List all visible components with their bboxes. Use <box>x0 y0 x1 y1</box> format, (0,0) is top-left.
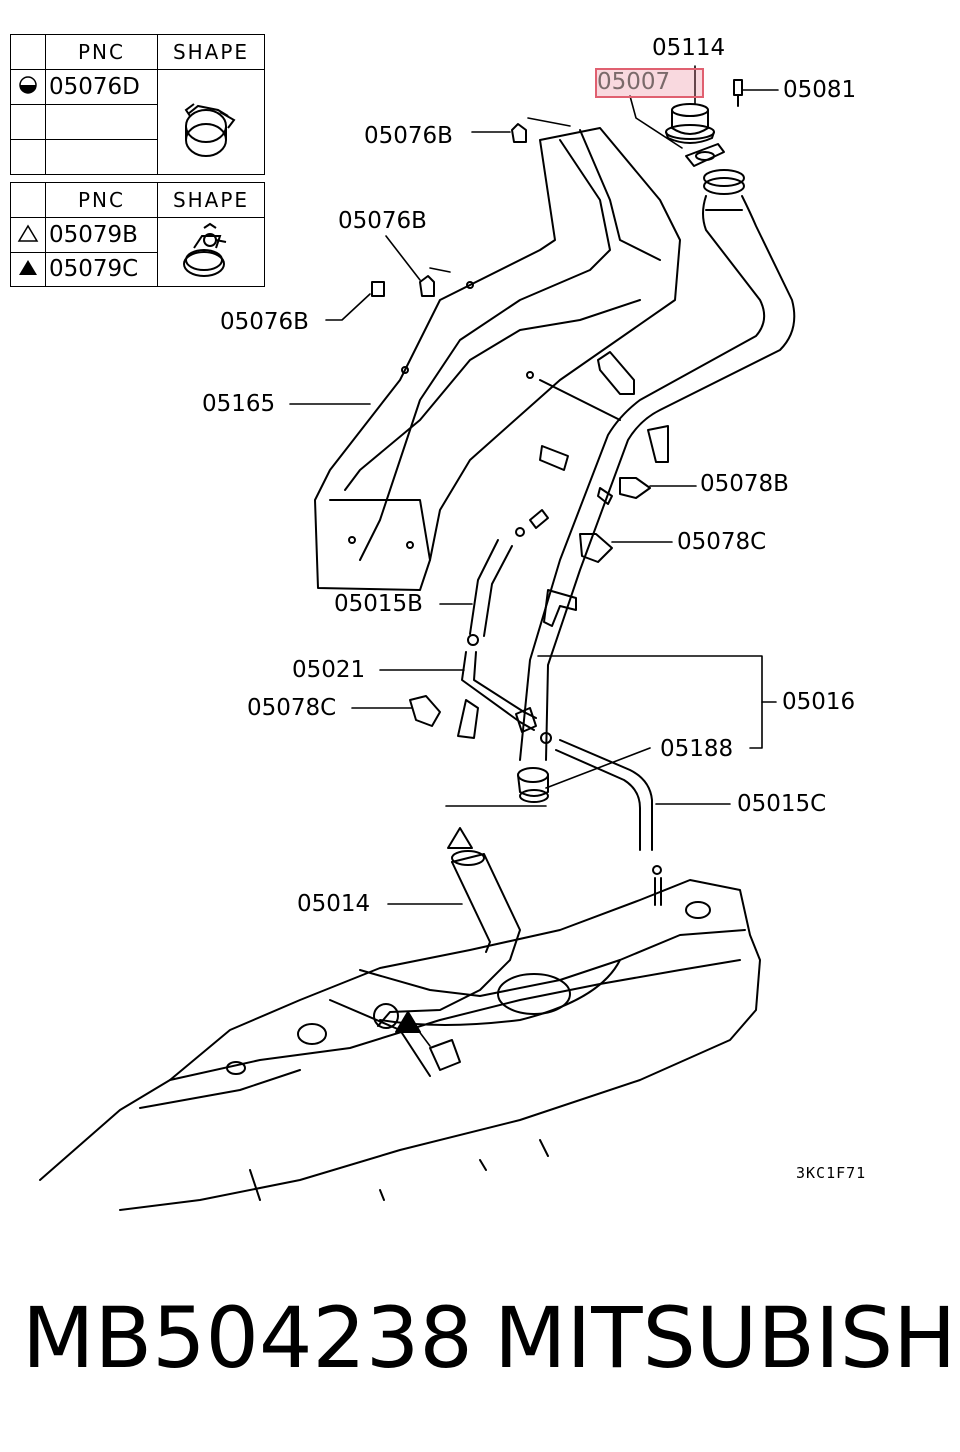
breather-hoses <box>461 509 662 906</box>
label-05015b: 05015B <box>334 591 423 617</box>
filled-triangle-marker <box>395 1011 421 1033</box>
legend-corner <box>10 34 46 70</box>
open-triangle-marker <box>447 827 473 849</box>
legend-pnc-cell <box>45 139 158 175</box>
fuel-filler-diagram <box>39 65 796 1211</box>
label-05016: 05016 <box>782 689 856 715</box>
label-05014: 05014 <box>297 891 371 917</box>
legend-pnc-cell: 05079B <box>45 217 158 253</box>
fuel-tank <box>39 879 761 1211</box>
legend-table-clamp: PNC SHAPE 05076D <box>10 34 265 175</box>
diagram-code: 3KC1F71 <box>796 1164 867 1182</box>
legend-empty-symbol <box>10 104 46 140</box>
legend-header-pnc: PNC <box>45 182 158 218</box>
label-05076b-mid: 05076B <box>338 208 427 234</box>
half-filled-circle-icon <box>10 69 46 105</box>
label-05078c-upper: 05078C <box>677 529 767 555</box>
legend-header-shape: SHAPE <box>157 34 265 70</box>
label-05021: 05021 <box>292 657 366 683</box>
label-05078c-lower: 05078C <box>247 695 337 721</box>
footer-part-number: MB504238 <box>22 1289 473 1387</box>
highlighted-part-box <box>595 68 704 98</box>
legend-pnc-cell: 05079C <box>45 251 158 287</box>
label-05081: 05081 <box>783 77 857 103</box>
hose-05014 <box>373 850 521 1071</box>
footer-brand: MITSUBISHI <box>494 1289 960 1387</box>
legend-table-band: PNC SHAPE 05079B 05079C <box>10 182 265 287</box>
legend-corner <box>10 182 46 218</box>
hose-clamp-shape-icon <box>157 69 265 175</box>
brackets <box>457 351 669 739</box>
legend-empty-symbol <box>10 139 46 175</box>
label-05188: 05188 <box>660 736 734 762</box>
legend-header-shape: SHAPE <box>157 182 265 218</box>
label-05015c: 05015C <box>737 791 827 817</box>
label-05076b-top: 05076B <box>364 123 453 149</box>
legend-pnc-cell: 05076D <box>45 69 158 105</box>
label-05076b-left: 05076B <box>220 309 309 335</box>
label-05114: 05114 <box>652 35 726 61</box>
splash-shield-05165 <box>314 127 681 591</box>
filler-neck-05016 <box>517 195 796 803</box>
band-clamp-shape-icon <box>157 217 265 287</box>
label-05165: 05165 <box>202 391 276 417</box>
legend-header-pnc: PNC <box>45 34 158 70</box>
open-triangle-icon <box>10 217 46 253</box>
label-05007: 05007 <box>597 69 671 95</box>
label-05078b: 05078B <box>700 471 789 497</box>
legend-pnc-cell <box>45 104 158 140</box>
clamps-and-bolts <box>371 123 651 727</box>
filled-triangle-icon <box>10 251 46 287</box>
leader-lines <box>289 65 779 1047</box>
